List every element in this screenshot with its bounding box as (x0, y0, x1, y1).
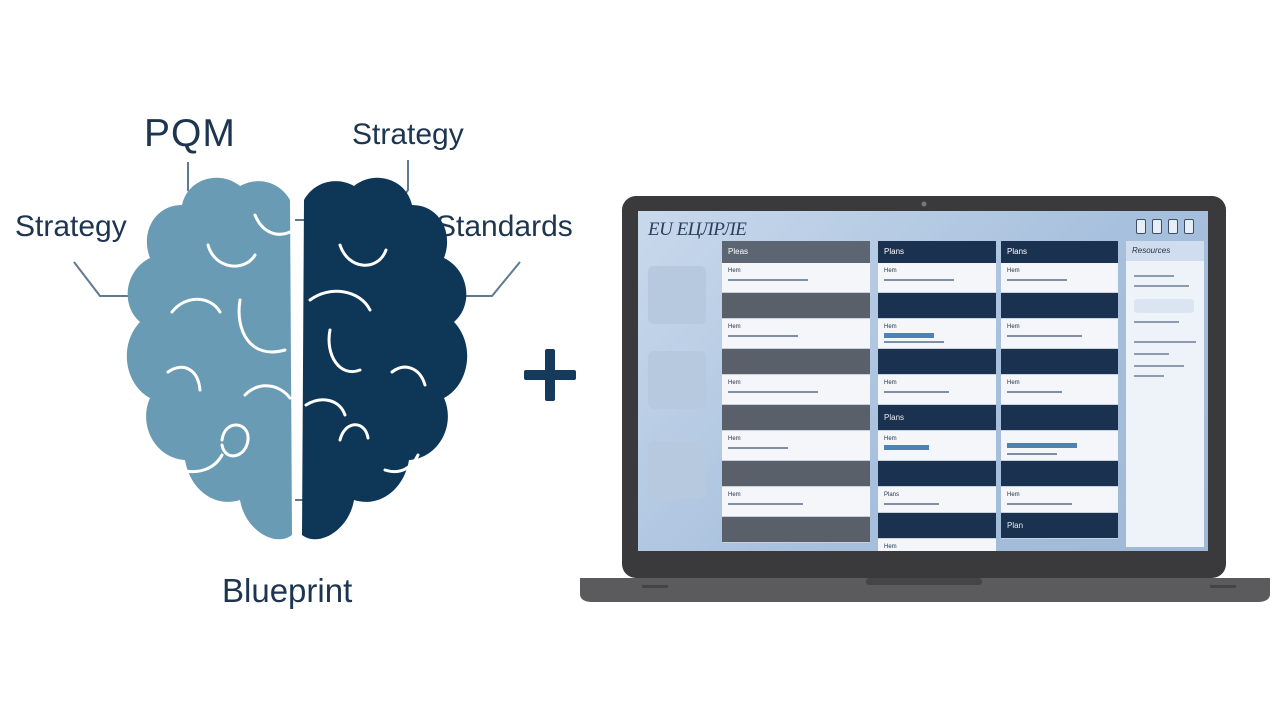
row-label: Hem (728, 436, 741, 442)
table-row[interactable]: Hem (1001, 319, 1118, 349)
table-row[interactable]: Hem (878, 375, 996, 405)
row-label: Hem (884, 436, 897, 442)
row-label: Plan (1007, 521, 1024, 530)
table-row[interactable]: Hem (1001, 487, 1118, 513)
column-header: Plans (878, 241, 996, 263)
label-strategy-left: Strategy (15, 210, 127, 243)
label-strategy-top: Strategy (352, 118, 464, 151)
table-column-2: Plans Hem Hem Hem Plans Hem Plans Hem (878, 241, 996, 551)
plus-icon (524, 349, 576, 401)
label-pqm: PQM (144, 112, 236, 155)
side-panel-title: Resources (1126, 241, 1204, 261)
row-label: Hem (728, 492, 741, 498)
thumbnail-image[interactable] (648, 441, 706, 499)
laptop-base (580, 578, 1270, 602)
table-row[interactable] (722, 517, 870, 543)
table-row[interactable]: Plans (878, 405, 996, 431)
table-row[interactable] (722, 405, 870, 431)
table-row[interactable] (1001, 431, 1118, 461)
table-row[interactable] (1001, 349, 1118, 375)
table-row[interactable] (722, 461, 870, 487)
laptop-screen: EU ЕЦЛРЛЕ Pleas Hem Hem Hem Hem Hem Plan… (638, 211, 1208, 551)
table-column-1: Pleas Hem Hem Hem Hem Hem (722, 241, 870, 547)
table-row[interactable]: Hem (722, 375, 870, 405)
table-row[interactable]: Hem (1001, 375, 1118, 405)
column-header: Plans (1001, 241, 1118, 263)
window-button[interactable] (1136, 219, 1146, 234)
table-row[interactable]: Hem (1001, 263, 1118, 293)
brain-left-hemisphere-icon (126, 177, 292, 540)
side-panel: Resources (1126, 241, 1204, 547)
table-row[interactable]: Hem (878, 263, 996, 293)
table-row[interactable]: Hem (878, 431, 996, 461)
column-header: Pleas (722, 241, 870, 263)
table-row[interactable]: Hem (722, 263, 870, 293)
label-blueprint: Blueprint (222, 572, 353, 609)
table-row[interactable] (1001, 461, 1118, 487)
window-button[interactable] (1168, 219, 1178, 234)
table-row[interactable]: Hem (722, 319, 870, 349)
brain-right-hemisphere-icon (302, 177, 468, 540)
table-row[interactable] (722, 293, 870, 319)
table-row[interactable] (878, 349, 996, 375)
laptop-vent-right (1210, 585, 1236, 588)
row-label: Hem (884, 268, 897, 274)
label-standards: Standards (436, 210, 573, 243)
laptop-vent-left (642, 585, 668, 588)
row-label: Plans (884, 413, 905, 422)
laptop-hinge-notch (866, 578, 982, 585)
row-label: Hem (884, 380, 897, 386)
table-row[interactable] (1001, 405, 1118, 431)
row-label: Hem (1007, 324, 1020, 330)
row-label: Hem (884, 544, 897, 550)
window-button[interactable] (1152, 219, 1162, 234)
thumbnail-image[interactable] (648, 351, 706, 409)
table-row[interactable] (722, 349, 870, 375)
table-row[interactable]: Plan (1001, 513, 1118, 539)
row-label: Hem (884, 324, 897, 330)
table-row[interactable]: Plans (878, 487, 996, 513)
thumbnail-brain-image[interactable] (648, 266, 706, 324)
table-row[interactable]: Hem (722, 487, 870, 517)
row-label: Hem (728, 268, 741, 274)
row-label: Plans (884, 492, 900, 498)
table-row[interactable] (1001, 293, 1118, 319)
row-label: Hem (1007, 268, 1020, 274)
table-row[interactable]: Hem (722, 431, 870, 461)
row-label: Hem (1007, 492, 1020, 498)
laptop-camera-icon (921, 201, 927, 207)
row-label: Hem (1007, 380, 1020, 386)
row-label: Hem (728, 380, 741, 386)
window-button[interactable] (1184, 219, 1194, 234)
table-row[interactable] (878, 293, 996, 319)
screen-title: EU ЕЦЛРЛЕ (648, 219, 747, 240)
table-row[interactable]: Hem (878, 539, 996, 551)
table-row[interactable] (878, 513, 996, 539)
table-row[interactable]: Hem (878, 319, 996, 349)
table-column-3: Plans Hem Hem Hem Hem Plan (1001, 241, 1118, 547)
table-row[interactable] (878, 461, 996, 487)
row-label: Hem (728, 324, 741, 330)
